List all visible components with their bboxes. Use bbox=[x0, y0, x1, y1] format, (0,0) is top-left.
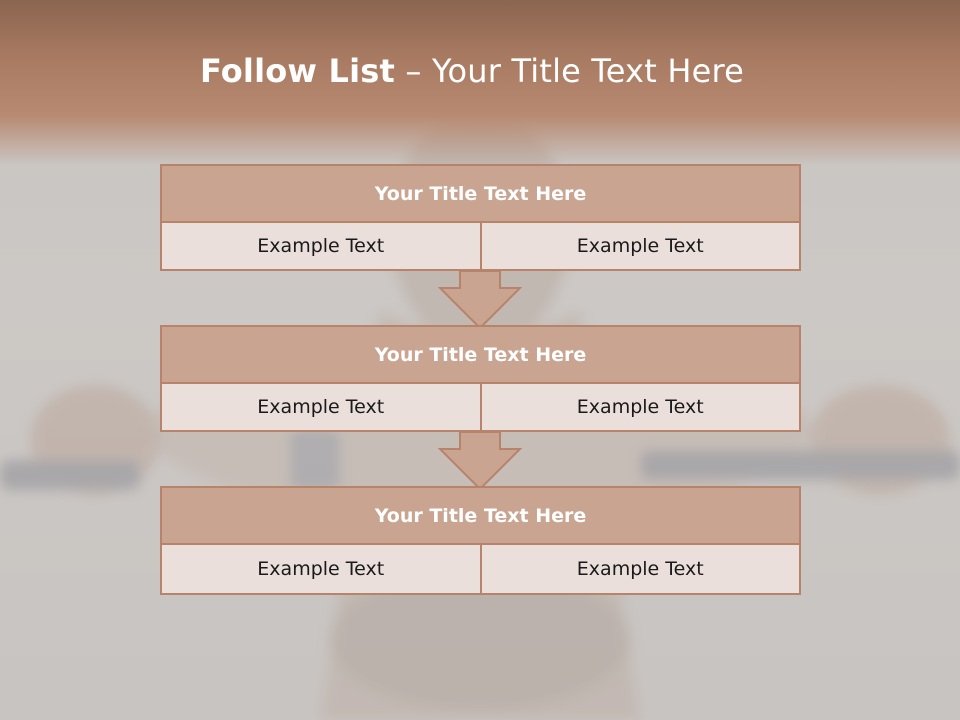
down-arrow-icon bbox=[438, 431, 522, 491]
block-title: Your Title Text Here bbox=[162, 488, 799, 545]
title-band bbox=[0, 0, 960, 165]
slide-title-bold: Follow List bbox=[199, 52, 396, 90]
block-cell-left: Example Text bbox=[162, 223, 480, 269]
block-cell-left: Example Text bbox=[162, 545, 480, 593]
block-cell-right: Example Text bbox=[479, 384, 799, 430]
block-row: Example Text Example Text bbox=[162, 223, 799, 269]
block-row: Example Text Example Text bbox=[162, 384, 799, 430]
slide-title-rest: – Your Title Text Here bbox=[395, 52, 745, 90]
block-cell-right: Example Text bbox=[479, 223, 799, 269]
block-row: Example Text Example Text bbox=[162, 545, 799, 593]
list-block-3: Your Title Text Here Example Text Exampl… bbox=[160, 486, 801, 595]
slide-title: Follow List – Your Title Text Here bbox=[0, 52, 944, 90]
list-block-1: Your Title Text Here Example Text Exampl… bbox=[160, 164, 801, 271]
block-title: Your Title Text Here bbox=[162, 327, 799, 384]
block-cell-left: Example Text bbox=[162, 384, 480, 430]
block-title: Your Title Text Here bbox=[162, 166, 799, 223]
block-cell-right: Example Text bbox=[479, 545, 799, 593]
list-block-2: Your Title Text Here Example Text Exampl… bbox=[160, 325, 801, 432]
down-arrow-icon bbox=[438, 270, 522, 330]
